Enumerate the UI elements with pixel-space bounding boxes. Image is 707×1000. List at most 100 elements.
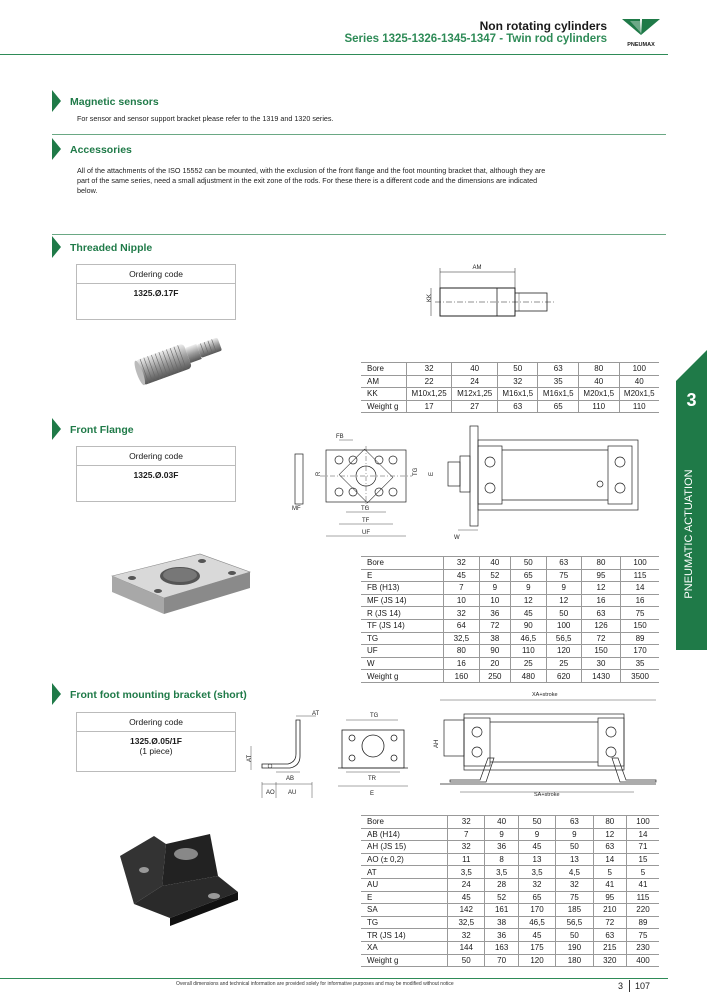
table-cell: 90 (510, 619, 547, 633)
table-cell: 32 (405, 362, 452, 376)
svg-text:TG: TG (370, 713, 379, 719)
table-cell: M10x1,25 (405, 387, 452, 401)
table-cell: 45 (443, 569, 480, 583)
table-cell: 72 (478, 619, 511, 633)
header-rule (0, 54, 668, 55)
svg-text:AM: AM (473, 265, 482, 271)
table-cell: 63 (537, 362, 579, 376)
table-cell: 9 (555, 828, 594, 842)
svg-text:AT: AT (312, 711, 320, 717)
svg-text:W: W (454, 535, 460, 541)
table-cell: 100 (620, 556, 659, 570)
section-title-flange: Front Flange (70, 424, 134, 436)
svg-text:E: E (370, 791, 374, 797)
table-cell: 80 (592, 815, 627, 829)
table-cell: 28 (484, 878, 519, 892)
section-marker-icon (52, 138, 61, 160)
table-cell: 63 (592, 840, 627, 854)
table-cell: 32 (443, 606, 480, 620)
table-cell: 30 (580, 657, 621, 671)
table-cell: 100 (625, 815, 659, 829)
table-cell: 52 (478, 569, 511, 583)
nipple-photo (128, 330, 228, 386)
svg-text:TG: TG (413, 467, 419, 476)
svg-text:TR: TR (368, 776, 377, 782)
table-cell: 163 (484, 941, 519, 955)
table-cell: 9 (517, 828, 556, 842)
table-cell: 110 (510, 644, 547, 658)
nipple-ordering-code: 1325.Ø.17F (133, 288, 179, 298)
table-cell: 45 (517, 928, 556, 942)
table-cell: 50 (447, 954, 485, 968)
table-cell: 63 (555, 815, 594, 829)
section-marker-icon (52, 683, 61, 705)
svg-text:AH: AH (434, 740, 440, 748)
table-cell: 110 (578, 400, 620, 414)
table-cell: 80 (578, 362, 620, 376)
table-cell: 56,5 (545, 632, 582, 646)
row-label: Weight g (361, 954, 448, 968)
row-label: TG (361, 632, 444, 646)
row-label: E (361, 569, 444, 583)
table-cell: 126 (580, 619, 621, 633)
table-cell: 46,5 (510, 632, 547, 646)
svg-text:SA+stroke: SA+stroke (534, 792, 560, 798)
section-title-magnetic: Magnetic sensors (70, 96, 159, 108)
row-label: Weight g (361, 669, 444, 683)
side-tab (676, 350, 707, 650)
accessories-text-line2: part of the same series, need a small ad… (77, 176, 538, 185)
foot-cylinder-drawing: XA+stroke AH SA+stroke (420, 688, 664, 800)
table-cell: 32,5 (447, 916, 485, 930)
row-label: AU (361, 878, 448, 892)
ordering-code-label: Ordering code (77, 447, 235, 466)
table-cell: 9 (478, 581, 511, 595)
table-cell: 16 (580, 594, 621, 608)
table-cell: 32,5 (443, 632, 480, 646)
foot-quantity: (1 piece) (139, 746, 173, 756)
flange-photo (108, 548, 254, 620)
ordering-code-label: Ordering code (77, 713, 235, 732)
table-cell: 80 (580, 556, 621, 570)
foot-ordering-code: 1325.Ø.05/1F (130, 736, 182, 746)
table-cell: 16 (620, 594, 659, 608)
row-label: AM (361, 375, 407, 389)
section-marker-icon (52, 418, 61, 440)
table-cell: 180 (555, 954, 594, 968)
table-cell: 36 (484, 928, 519, 942)
table-cell: 115 (620, 569, 659, 583)
table-cell: 38 (484, 916, 519, 930)
table-cell: 50 (555, 928, 594, 942)
row-label: AB (H14) (361, 828, 448, 842)
row-label: TF (JS 14) (361, 619, 444, 633)
svg-text:AB: AB (286, 776, 294, 782)
table-cell: 25 (545, 657, 582, 671)
row-label: AO (± 0,2) (361, 853, 448, 867)
table-cell: 215 (592, 941, 627, 955)
foot-side-drawing: AT AT AB AO AU (236, 706, 326, 798)
table-cell: 75 (625, 928, 659, 942)
nipple-ordering-box: Ordering code 1325.Ø.17F (76, 264, 236, 320)
foot-photo (114, 826, 244, 932)
table-cell: 160 (443, 669, 480, 683)
table-cell: 45 (517, 840, 556, 854)
table-cell: 25 (510, 657, 547, 671)
table-cell: M16x1,5 (496, 387, 538, 401)
table-cell: 120 (545, 644, 582, 658)
table-cell: 230 (625, 941, 659, 955)
table-cell: 32 (555, 878, 594, 892)
table-cell: 52 (484, 891, 519, 905)
row-label: SA (361, 903, 448, 917)
table-cell: 65 (537, 400, 579, 414)
row-label: UF (361, 644, 444, 658)
row-label: Bore (361, 362, 407, 376)
table-cell: 170 (620, 644, 659, 658)
footer-section: 3 (618, 981, 624, 991)
section-rule (52, 234, 666, 235)
flange-cylinder-drawing: W (440, 422, 640, 542)
